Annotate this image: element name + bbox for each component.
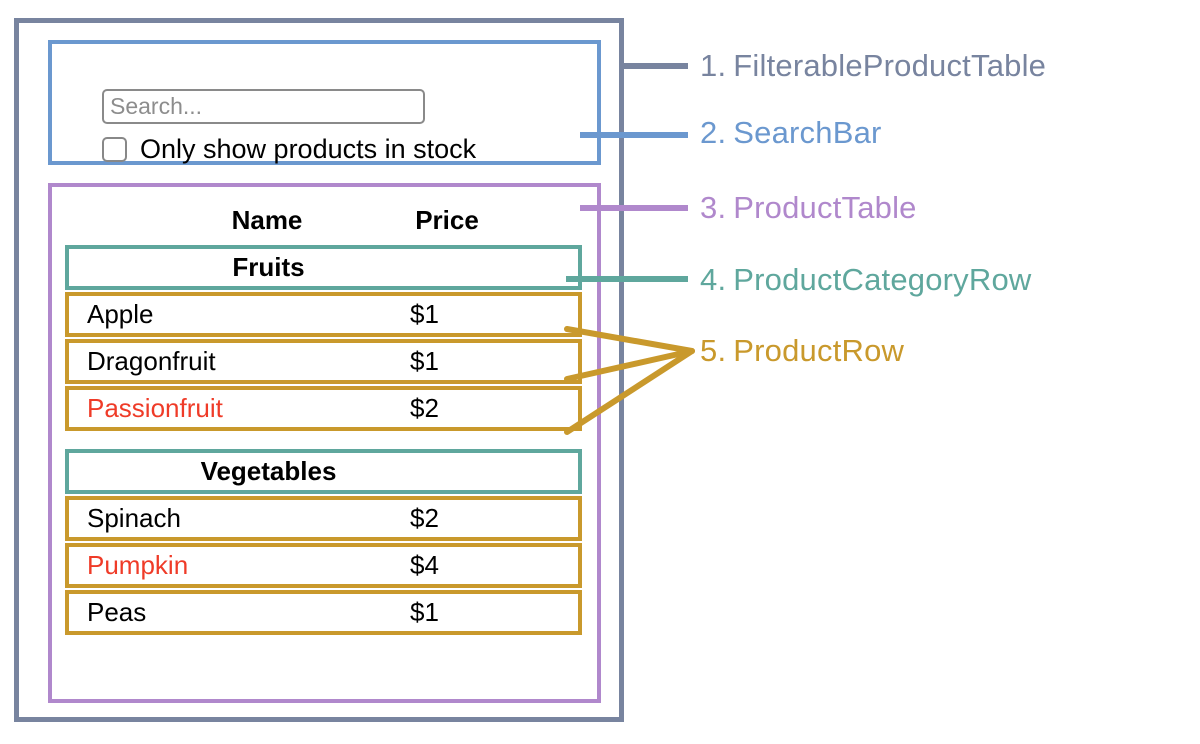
legend-item-label: ProductTable xyxy=(733,190,917,225)
legend-item-label: FilterableProductTable xyxy=(733,48,1047,83)
category-label: Fruits xyxy=(232,252,305,282)
legend-item-number: 2. xyxy=(700,115,727,150)
product-name: Apple xyxy=(87,299,154,329)
legend-item-label: ProductRow xyxy=(733,333,905,368)
group-spacer xyxy=(65,433,582,449)
product-row-wrapper: Apple $1 xyxy=(65,292,582,337)
product-row: Dragonfruit $1 xyxy=(65,339,582,384)
category-label: Vegetables xyxy=(200,456,337,486)
product-name: Peas xyxy=(87,597,147,627)
product-price: $2 xyxy=(410,393,439,423)
product-price: $1 xyxy=(410,299,439,329)
product-name: Dragonfruit xyxy=(87,346,216,376)
product-row-wrapper: Spinach $2 xyxy=(65,496,582,541)
product-name: Pumpkin xyxy=(87,550,189,580)
product-row: Spinach $2 xyxy=(65,496,582,541)
legend-item-label: SearchBar xyxy=(733,115,882,150)
stock-filter-label: Only show products in stock xyxy=(140,134,477,164)
column-header-price: Price xyxy=(415,204,479,235)
legend-item-filterableproducttable: 1.FilterableProductTable xyxy=(700,48,1046,84)
product-row: Peas $1 xyxy=(65,590,582,635)
product-row-wrapper: Passionfruit $2 xyxy=(65,386,582,431)
legend-item-label: ProductCategoryRow xyxy=(733,262,1032,297)
product-row-wrapper: Dragonfruit $1 xyxy=(65,339,582,384)
table-header: Name Price xyxy=(52,199,597,241)
legend-item-producttable: 3.ProductTable xyxy=(700,190,917,226)
product-category-row: Fruits xyxy=(65,245,582,290)
filterable-product-table: Only show products in stock Name Price F… xyxy=(14,18,624,722)
legend-item-number: 3. xyxy=(700,190,727,225)
search-bar: Only show products in stock xyxy=(48,40,601,165)
checkbox-icon[interactable] xyxy=(102,137,127,162)
product-row: Passionfruit $2 xyxy=(65,386,582,431)
legend-item-number: 5. xyxy=(700,333,727,368)
legend-item-number: 1. xyxy=(700,48,727,83)
product-price: $4 xyxy=(410,550,439,580)
search-input[interactable] xyxy=(102,89,425,124)
product-category-row: Vegetables xyxy=(65,449,582,494)
product-price: $1 xyxy=(410,597,439,627)
product-name: Passionfruit xyxy=(87,393,223,423)
product-row-wrapper: Pumpkin $4 xyxy=(65,543,582,588)
legend-item-searchbar: 2.SearchBar xyxy=(700,115,882,151)
product-name: Spinach xyxy=(87,503,181,533)
column-header-name: Name xyxy=(231,204,303,235)
stock-filter-row[interactable]: Only show products in stock xyxy=(102,136,476,163)
product-price: $1 xyxy=(410,346,439,376)
legend-item-productcategoryrow: 4.ProductCategoryRow xyxy=(700,262,1032,298)
legend-item-productrow: 5.ProductRow xyxy=(700,333,904,369)
product-price: $2 xyxy=(410,503,439,533)
product-row: Apple $1 xyxy=(65,292,582,337)
product-row-wrapper: Peas $1 xyxy=(65,590,582,635)
product-row: Pumpkin $4 xyxy=(65,543,582,588)
legend-item-number: 4. xyxy=(700,262,727,297)
